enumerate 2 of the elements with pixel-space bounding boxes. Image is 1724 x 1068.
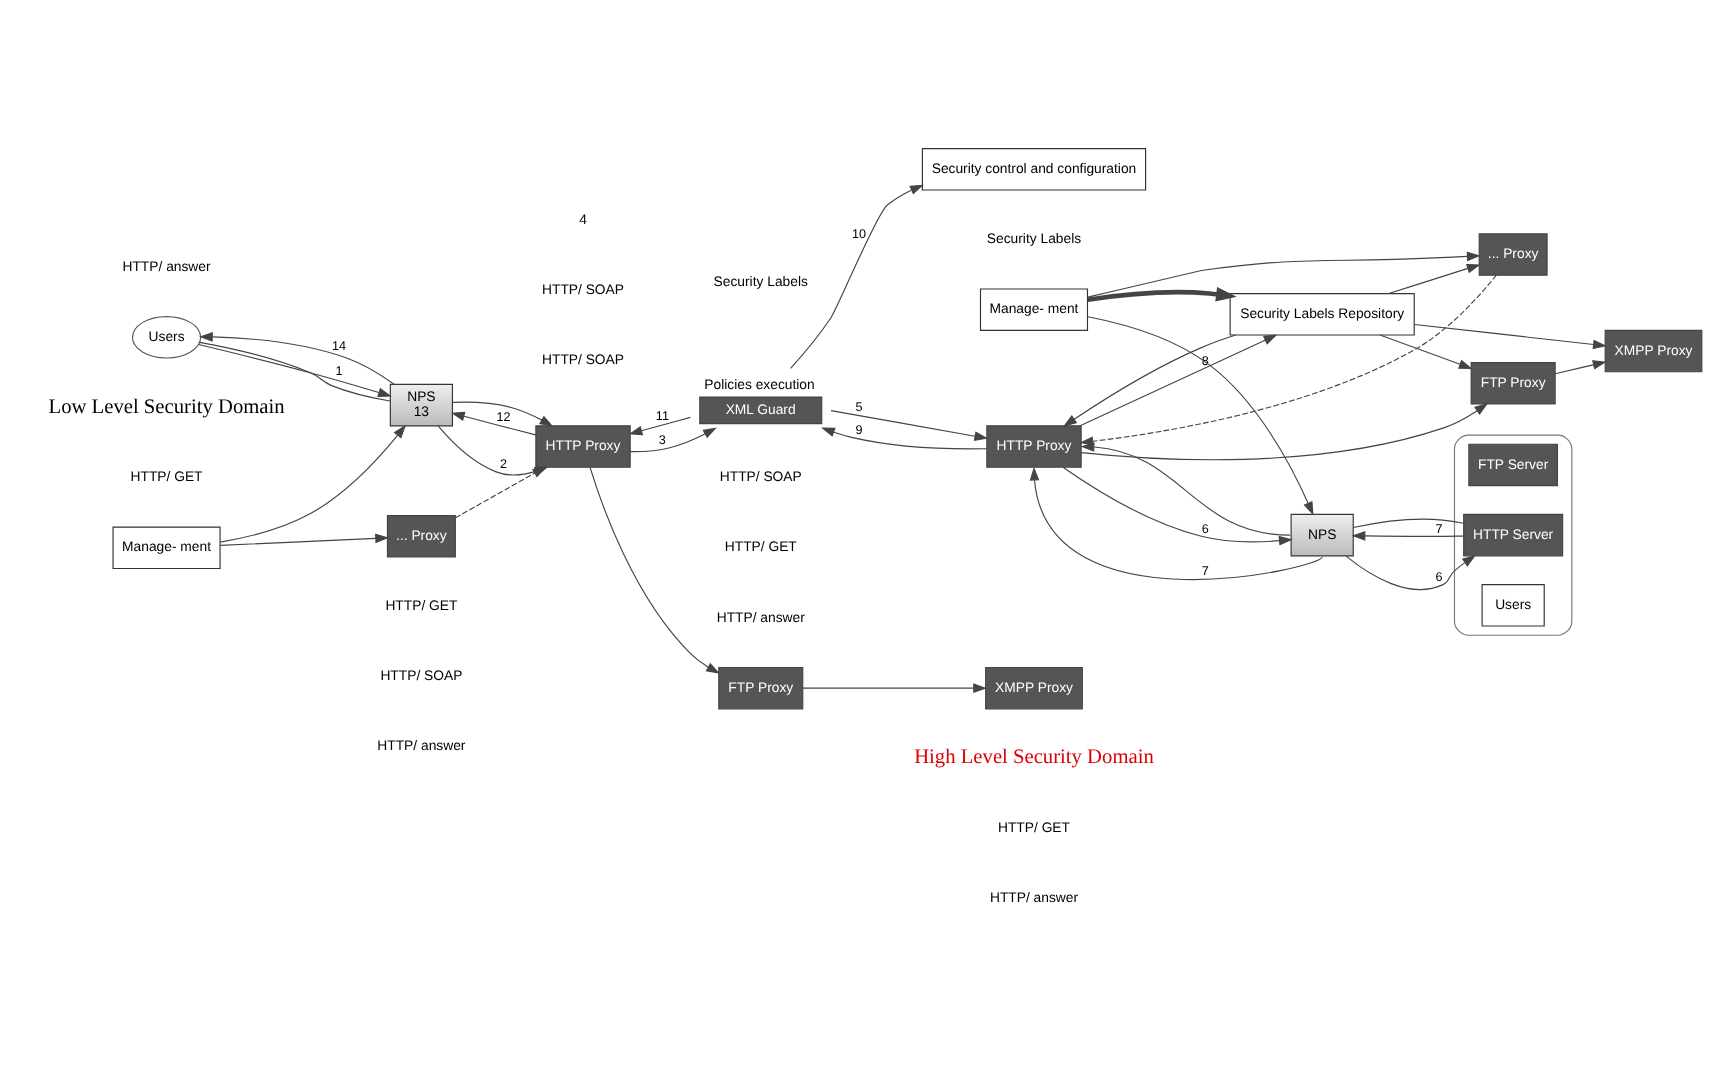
label: Low Level Security Domain — [48, 396, 285, 419]
label: High Level Security Domain — [914, 747, 1154, 770]
